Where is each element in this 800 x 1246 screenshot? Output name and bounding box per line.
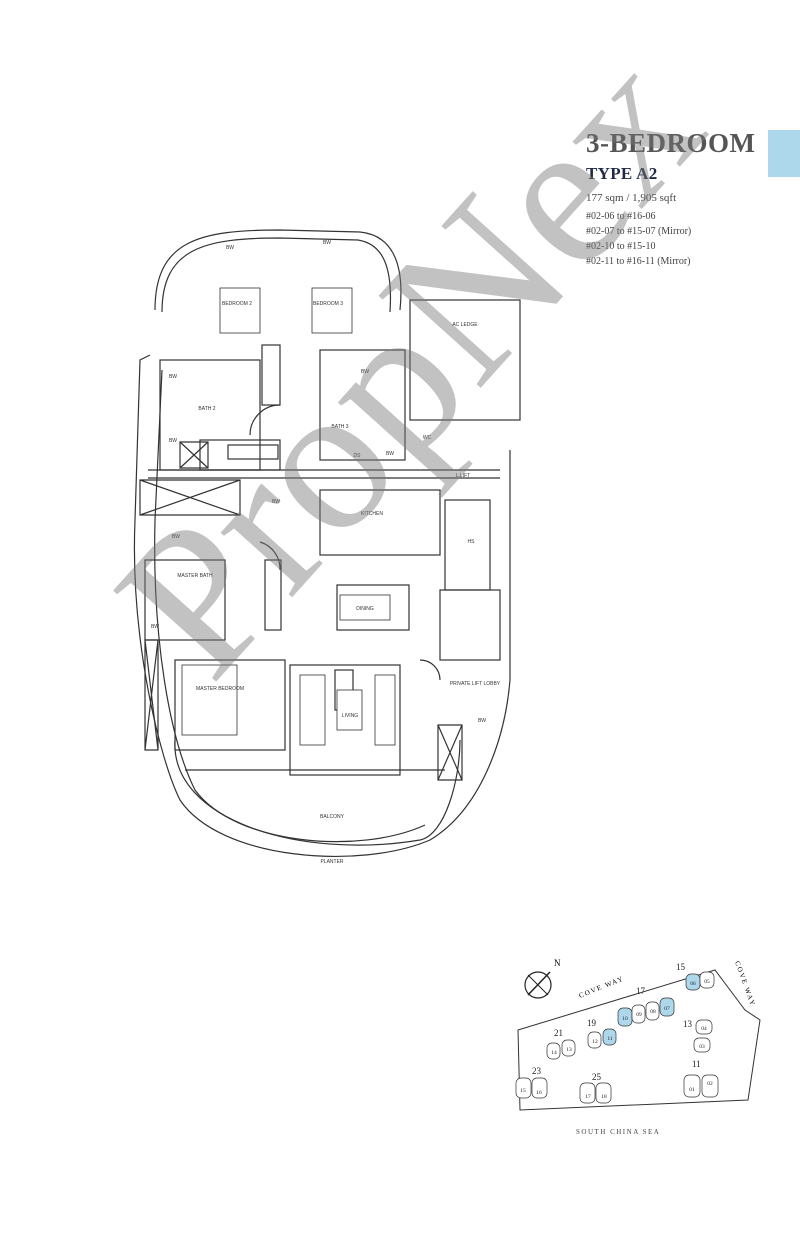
unit-title: 3-BEDROOM — [586, 128, 756, 158]
room-label: PRIVATE LIFT LOBBY — [450, 681, 501, 687]
unit-range: #02-11 to #16-11 (Mirror) — [586, 256, 691, 267]
block-number: 23 — [532, 1066, 542, 1076]
room-label: AC LEDGE — [452, 322, 478, 328]
room-label: DS — [354, 453, 362, 459]
room-label: BW — [172, 534, 180, 540]
unit-list: #02-06 to #16-06 #02-07 to #15-07 (Mirro… — [586, 209, 800, 269]
compass-icon: N — [524, 958, 561, 999]
unit-number: 12 — [592, 1039, 598, 1045]
block-number: 19 — [587, 1018, 597, 1028]
unit-type: TYPE A2 — [586, 164, 658, 183]
unit-range: #02-07 to #15-07 (Mirror) — [586, 226, 692, 237]
unit-number: 10 — [622, 1016, 628, 1022]
unit-header: 3-BEDROOM TYPE A2 177 sqm / 1,905 sqft #… — [586, 128, 800, 269]
block-number: 21 — [554, 1028, 563, 1038]
block-number: 13 — [683, 1019, 693, 1029]
block-number: 15 — [676, 962, 686, 972]
room-label: BALCONY — [320, 814, 345, 820]
section-tab — [768, 130, 800, 177]
unit-number: 04 — [701, 1026, 707, 1032]
block-number: 11 — [692, 1059, 701, 1069]
unit-number: 15 — [520, 1088, 526, 1094]
room-label: BW — [386, 451, 394, 457]
block-number: 17 — [636, 986, 646, 996]
room-label: BW — [361, 369, 369, 375]
room-label: BW — [151, 624, 159, 630]
room-label: BEDROOM 3 — [313, 301, 343, 307]
unit-number: 11 — [607, 1036, 613, 1042]
block-number: 25 — [592, 1072, 602, 1082]
room-label: BW — [226, 245, 234, 251]
room-label: BW — [478, 718, 486, 724]
unit-number: 02 — [707, 1081, 713, 1087]
room-label: BATH 3 — [331, 424, 348, 430]
room-label: MASTER BEDROOM — [196, 686, 244, 692]
unit-range: #02-06 to #16-06 — [586, 211, 656, 222]
sea-label: SOUTH CHINA SEA — [576, 1128, 661, 1136]
unit-number: 03 — [699, 1044, 705, 1050]
road-label: COVE WAY — [733, 960, 757, 1008]
room-label: KITCHEN — [361, 511, 383, 517]
unit-area: 177 sqm / 1,905 sqft — [586, 192, 677, 204]
unit-range: #02-10 to #15-10 — [586, 241, 656, 252]
room-label: BW — [169, 438, 177, 444]
unit-number: 06 — [690, 981, 696, 987]
room-label: BW — [323, 240, 331, 246]
unit-number: 08 — [650, 1009, 656, 1015]
road-label: COVE WAY — [578, 974, 625, 999]
room-label: LIVING — [342, 713, 359, 719]
unit-number: 13 — [566, 1047, 572, 1053]
floor-plan: BW BW BEDROOM 2 BEDROOM 3 AC LEDGE BW BA… — [133, 229, 521, 865]
unit-number: 17 — [585, 1094, 591, 1100]
room-label: PLANTER — [320, 859, 343, 865]
unit-number: 07 — [664, 1006, 670, 1012]
room-label: BW — [272, 499, 280, 505]
unit-number: 14 — [551, 1050, 557, 1056]
room-label: BATH 2 — [198, 406, 215, 412]
unit-number: 18 — [601, 1094, 607, 1100]
unit-number: 05 — [704, 979, 710, 985]
room-label: DINING — [356, 606, 374, 612]
unit-number: 09 — [636, 1012, 642, 1018]
room-label: HS — [468, 539, 476, 545]
room-label: L.LIFT — [456, 473, 470, 479]
north-label: N — [554, 958, 561, 968]
key-plan: N COVE WAY COVE WAY 15 17 19 21 13 23 25 — [515, 958, 761, 1111]
room-label: BW — [169, 374, 177, 380]
unit-number: 16 — [536, 1090, 542, 1096]
room-label: WC — [423, 435, 432, 441]
room-label: BEDROOM 2 — [222, 301, 252, 307]
unit-number: 01 — [689, 1087, 695, 1093]
room-label: MASTER BATH — [177, 573, 213, 579]
